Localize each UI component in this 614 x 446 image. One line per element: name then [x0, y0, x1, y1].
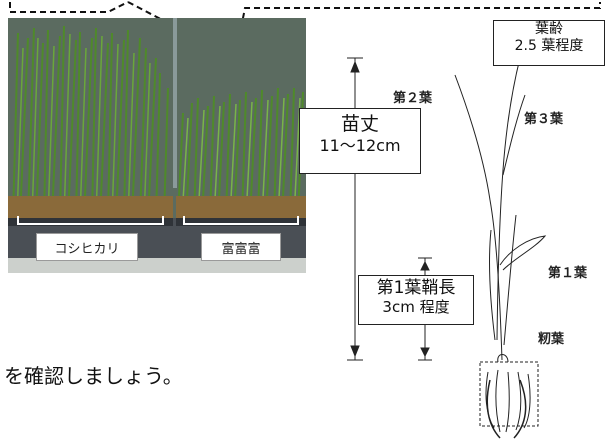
- label-leaf-2: 第２葉: [393, 91, 433, 106]
- sheath-length-value: 3cm 程度: [382, 298, 450, 317]
- leaf-age-box: 葉齢 2.5 葉程度: [493, 20, 605, 66]
- photo-label-koshihikari: コシヒカリ: [36, 233, 138, 261]
- body-text-fragment: を確認しましょう。: [4, 364, 183, 388]
- label-leaf-1: 第１葉: [548, 266, 588, 281]
- leaf-age-value: 2.5 葉程度: [514, 37, 584, 54]
- photo-label-fufufu: 富富富: [201, 233, 281, 261]
- seedling-height-title: 苗丈: [340, 113, 379, 135]
- leaf-age-title: 葉齢: [535, 21, 563, 37]
- seedling-photo: コシヒカリ 富富富: [8, 18, 306, 273]
- label-seed-leaf: 籾葉: [538, 332, 565, 347]
- label-leaf-3: 第３葉: [524, 112, 564, 127]
- seedling-height-box: 苗丈 11〜12cm: [299, 108, 421, 174]
- sheath-length-box: 第1葉鞘長 3cm 程度: [358, 275, 474, 325]
- seedling-height-value: 11〜12cm: [319, 135, 401, 155]
- sheath-length-title: 第1葉鞘長: [376, 278, 456, 298]
